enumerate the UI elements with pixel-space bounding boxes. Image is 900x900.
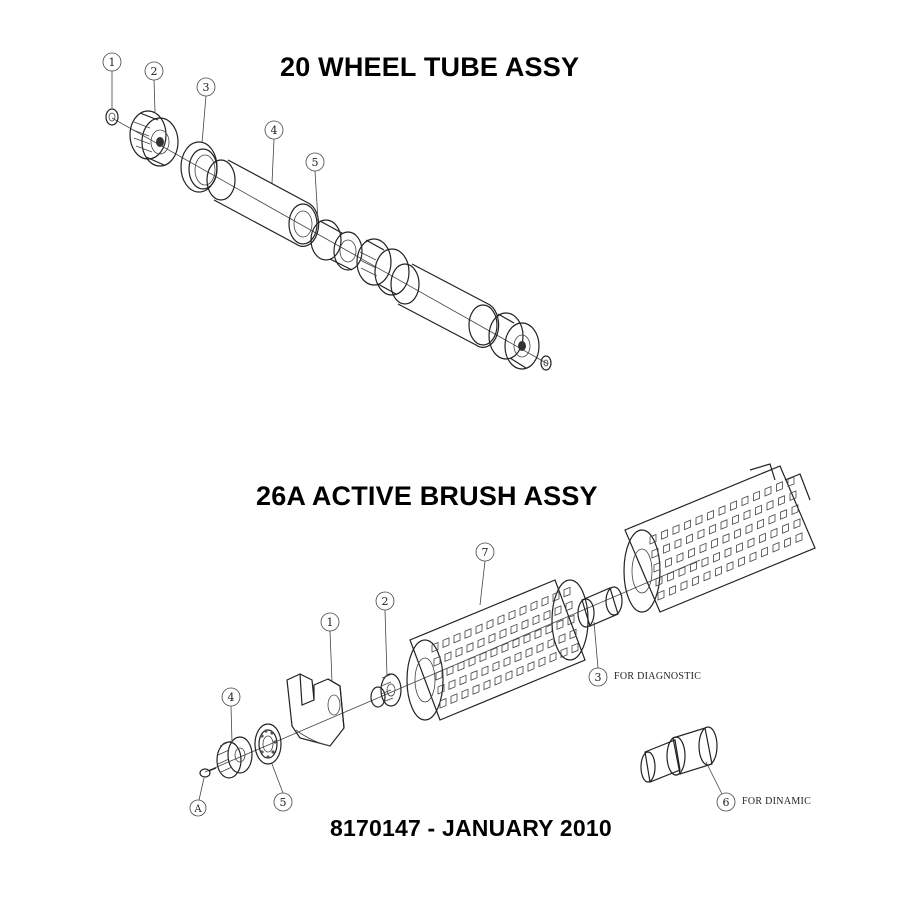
brush-callout-1: 1: [320, 612, 340, 683]
wheel-callout-5: 5: [305, 152, 325, 222]
washer-part: [105, 108, 119, 126]
brush-drive-gear-part: [370, 673, 402, 708]
brush-callout-a: A: [189, 777, 207, 817]
brush-roller-part-2: [623, 463, 816, 613]
wheel-tube-assy-title: 20 WHEEL TUBE ASSY: [280, 52, 580, 82]
svg-text:6: 6: [723, 796, 730, 809]
brush-housing-part: [286, 673, 345, 747]
dynamic-coupling-part: [640, 726, 718, 783]
svg-text:2: 2: [382, 595, 389, 608]
wheel-callout-3: 3: [196, 77, 216, 144]
tube-part-2: [390, 263, 500, 348]
svg-text:7: 7: [482, 546, 489, 559]
svg-text:1: 1: [327, 616, 334, 629]
gear-wheel-part-2: [356, 238, 410, 296]
brush-callout-3: 3 FOR DIAGNOSTIC: [588, 621, 701, 687]
wheel-callout-1: 1: [102, 52, 122, 108]
svg-text:4: 4: [228, 691, 235, 704]
svg-text:3: 3: [203, 81, 210, 94]
wheel-tube-assembly: 1 2 3 4 5: [102, 52, 552, 371]
svg-text:2: 2: [151, 65, 158, 78]
gear-wheel-part-3: [488, 312, 540, 370]
svg-text:5: 5: [280, 796, 287, 809]
brush-callout-5: 5: [271, 763, 293, 812]
diagnostic-note: FOR DIAGNOSTIC: [614, 671, 701, 682]
brush-callout-6: 6 FOR DINAMIC: [705, 761, 811, 812]
active-brush-assy-title: 26A ACTIVE BRUSH ASSY: [256, 481, 598, 511]
wheel-callout-2: 2: [144, 61, 164, 113]
gear-wheel-part: [129, 110, 179, 167]
svg-text:4: 4: [271, 124, 278, 137]
active-brush-assembly: 1 2 3 FOR DIAGNOSTIC 4 5 6 FOR DINAMIC: [189, 463, 816, 817]
washer-part-2: [540, 355, 552, 371]
wheel-callout-4: 4: [264, 120, 284, 184]
brush-bearing-part: [254, 723, 282, 765]
svg-text:A: A: [193, 804, 202, 815]
screw-part: [199, 767, 217, 778]
brush-roller-part: [406, 579, 589, 721]
svg-text:1: 1: [109, 56, 116, 69]
brush-callout-7: 7: [475, 542, 495, 606]
svg-text:3: 3: [595, 671, 602, 684]
dinamic-note: FOR DINAMIC: [742, 796, 811, 807]
bearing-ring-part: [180, 141, 218, 193]
brush-sleeve-part: [577, 586, 623, 628]
document-footer: 8170147 - JANUARY 2010: [330, 815, 612, 841]
svg-text:5: 5: [312, 156, 319, 169]
gear-bearing-part: [310, 219, 363, 271]
brush-callout-2: 2: [375, 591, 395, 677]
brush-gear-part: [216, 736, 253, 779]
brush-callout-4: 4: [221, 687, 241, 743]
